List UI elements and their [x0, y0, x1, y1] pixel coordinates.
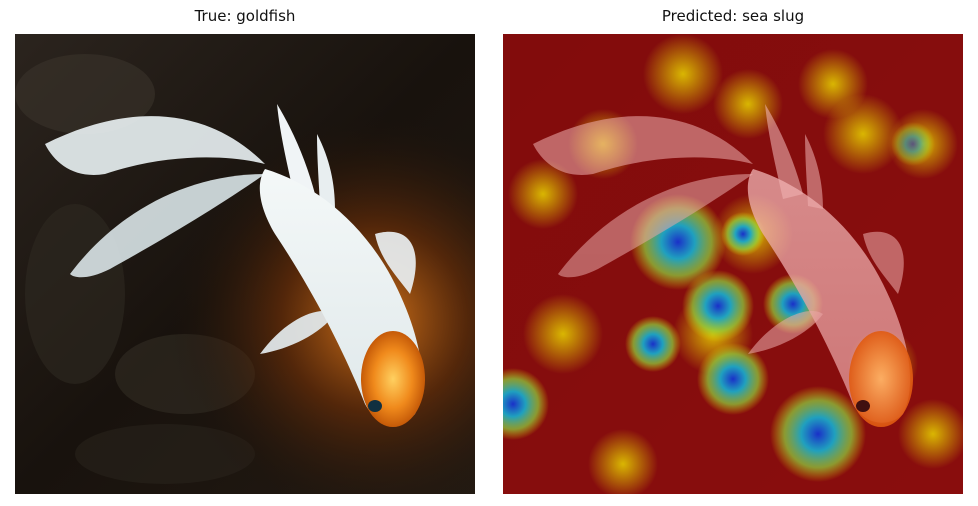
goldfish-image [15, 34, 475, 494]
panel-predicted: Predicted: sea slug [498, 0, 968, 506]
panel-title-predicted: Predicted: sea slug [661, 7, 805, 25]
saliency-heatmap-image [503, 34, 963, 494]
goldfish-photo-with-heatmap-overlay [503, 34, 963, 494]
goldfish-photo [15, 34, 475, 494]
panel-true: True: goldfish [10, 0, 480, 506]
panel-title-true: True: goldfish [194, 7, 296, 25]
